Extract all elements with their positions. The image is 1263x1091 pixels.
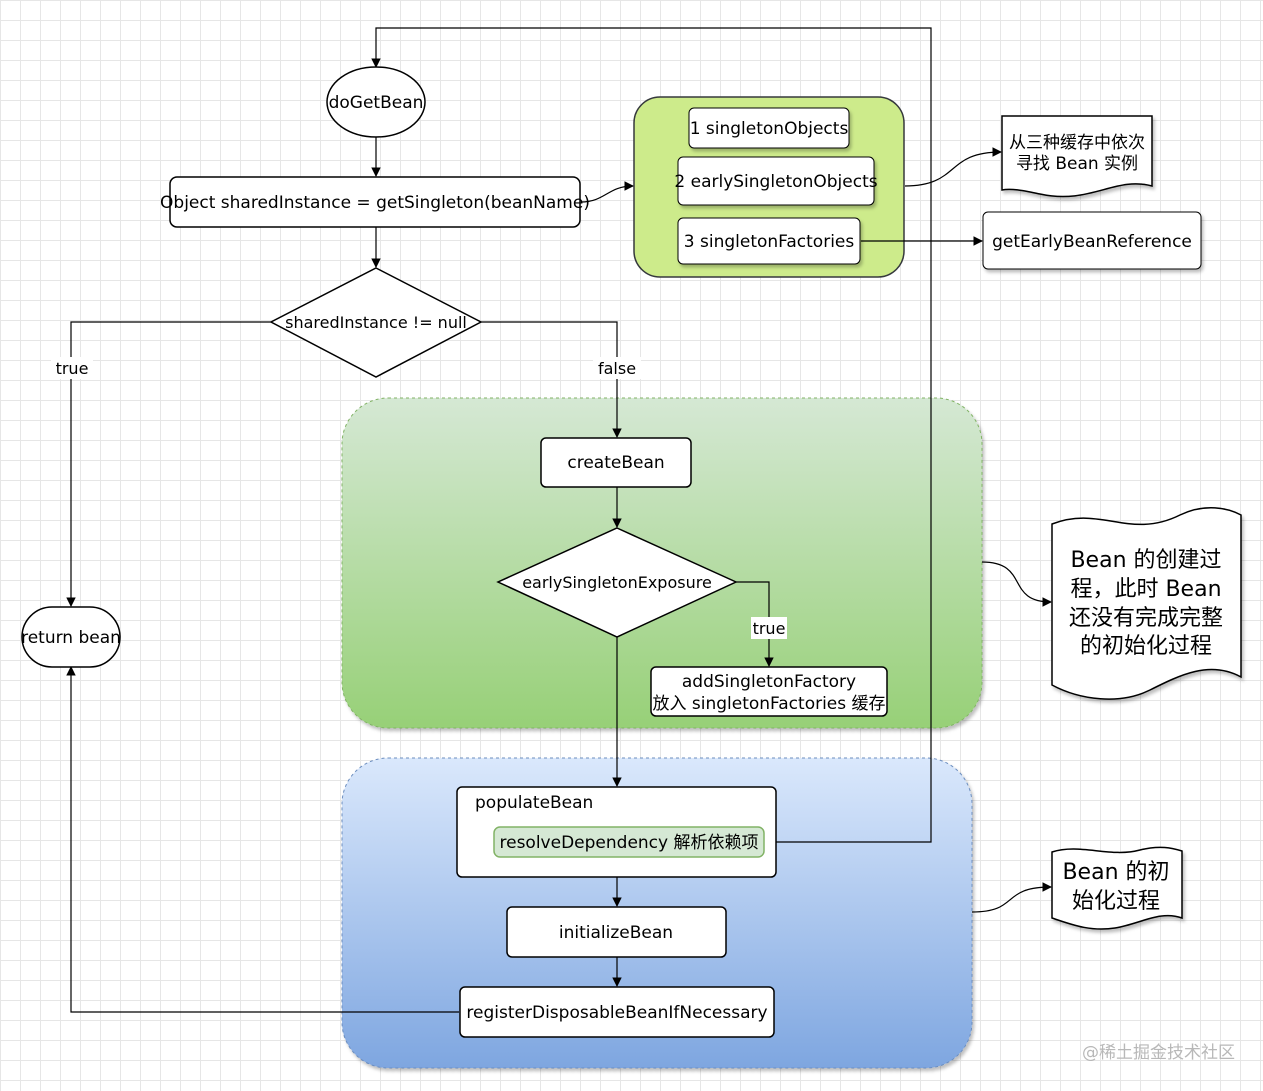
createBean-node[interactable]: createBean — [540, 437, 692, 488]
note-bean-creation-line4: 的初始化过程 — [1080, 634, 1212, 659]
edges — [66, 27, 1052, 1013]
addSingletonFactory-node[interactable]: addSingletonFactory 放入 singletonFactorie… — [650, 666, 888, 717]
initializeBean-node[interactable]: initializeBean — [506, 906, 727, 958]
edge-decision-false — [481, 321, 622, 438]
edge-labels: true false true — [51, 357, 787, 639]
edge-register-to-return — [66, 666, 459, 1013]
note-cache-lookup: 从三种缓存中依次 寻找 Bean 实例 — [1001, 115, 1153, 198]
registerDisposableBean-label: registerDisposableBeanIfNecessary — [466, 1003, 767, 1023]
resolveDependency-label: resolveDependency 解析依赖项 — [500, 833, 759, 853]
note-bean-initialization-line2: 始化过程 — [1072, 889, 1160, 914]
addSingletonFactory-line2: 放入 singletonFactories 缓存 — [652, 694, 885, 714]
cache-singletonFactories[interactable]: 3 singletonFactories — [677, 217, 861, 265]
edge-loop-back-to-doGetBean — [371, 27, 932, 843]
note-bean-initialization-line1: Bean 的初 — [1062, 860, 1169, 885]
getSingleton-node[interactable]: Object sharedInstance = getSingleton(bea… — [160, 176, 590, 228]
getEarlyBeanReference-label: getEarlyBeanReference — [992, 232, 1192, 252]
doGetBean-label: doGetBean — [329, 93, 424, 113]
note-cache-lookup-line2: 寻找 Bean 实例 — [1016, 154, 1138, 174]
cache-singletonObjects[interactable]: 1 singletonObjects — [688, 107, 850, 149]
createBean-label: createBean — [567, 453, 664, 473]
getSingleton-label: Object sharedInstance = getSingleton(bea… — [160, 193, 590, 213]
cache-earlySingletonObjects-label: 2 earlySingletonObjects — [674, 172, 877, 192]
decision-sharedInstance-label: sharedInstance != null — [285, 313, 467, 332]
watermark: @稀土掘金技术社区 — [1082, 1043, 1235, 1063]
edge-label-false: false — [598, 359, 636, 378]
getEarlyBeanReference-node[interactable]: getEarlyBeanReference — [982, 211, 1202, 270]
cache-earlySingletonObjects[interactable]: 2 earlySingletonObjects — [674, 156, 878, 206]
decision-sharedInstance-not-null[interactable]: sharedInstance != null — [269, 267, 483, 378]
edge-caches-to-note — [904, 147, 1002, 187]
note-bean-creation-line1: Bean 的创建过 — [1070, 548, 1221, 573]
note-bean-creation-line3: 还没有完成完整 — [1069, 606, 1223, 631]
note-bean-initialization: Bean 的初 始化过程 — [1051, 846, 1183, 930]
edge-create-group-to-note — [981, 561, 1052, 607]
note-bean-creation-line2: 程，此时 Bean — [1070, 577, 1221, 602]
note-bean-creation: Bean 的创建过 程，此时 Bean 还没有完成完整 的初始化过程 — [1051, 507, 1242, 700]
doGetBean-node[interactable]: doGetBean — [326, 66, 426, 138]
return-bean-label: return bean — [21, 628, 121, 648]
cache-singletonFactories-label: 3 singletonFactories — [684, 232, 855, 252]
initializeBean-label: initializeBean — [559, 923, 673, 943]
resolveDependency-node[interactable]: resolveDependency 解析依赖项 — [493, 826, 765, 858]
note-cache-lookup-line1: 从三种缓存中依次 — [1009, 133, 1145, 153]
decision-earlySingletonExposure[interactable]: earlySingletonExposure — [496, 527, 738, 638]
edge-label-early-true: true — [753, 619, 786, 638]
registerDisposableBean-node[interactable]: registerDisposableBeanIfNecessary — [459, 986, 775, 1038]
cache-singletonObjects-label: 1 singletonObjects — [690, 119, 849, 139]
populateBean-label: populateBean — [475, 793, 593, 813]
edge-decision-true — [66, 321, 271, 607]
edge-init-group-to-note — [971, 882, 1052, 913]
decision-earlySingletonExposure-label: earlySingletonExposure — [522, 573, 712, 592]
addSingletonFactory-line1: addSingletonFactory — [682, 672, 856, 692]
return-bean-node[interactable]: return bean — [21, 606, 121, 668]
edge-getSingleton-to-caches — [580, 181, 634, 203]
edge-label-true: true — [56, 359, 89, 378]
